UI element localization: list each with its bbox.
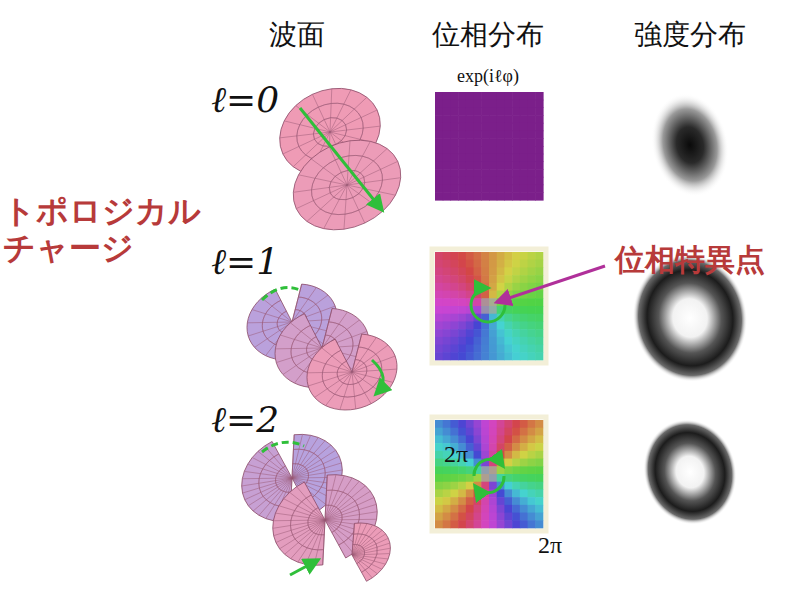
charge-value: ℓ=0 bbox=[211, 79, 279, 120]
phase-formula: exp(iℓφ) bbox=[457, 66, 519, 87]
axis-title: トポロジカル チャージ bbox=[3, 193, 231, 267]
column-heading: 強度分布 bbox=[634, 19, 746, 51]
column-heading: 波面 bbox=[269, 19, 325, 51]
column-heading: 位相分布 bbox=[432, 19, 544, 51]
phase-winding: 2π bbox=[538, 532, 562, 560]
singularity-callout: 位相特異点 bbox=[615, 243, 765, 278]
charge-value: ℓ=1 bbox=[211, 241, 279, 282]
phase-winding: 2π bbox=[444, 441, 468, 469]
charge-value: ℓ=2 bbox=[211, 399, 279, 440]
